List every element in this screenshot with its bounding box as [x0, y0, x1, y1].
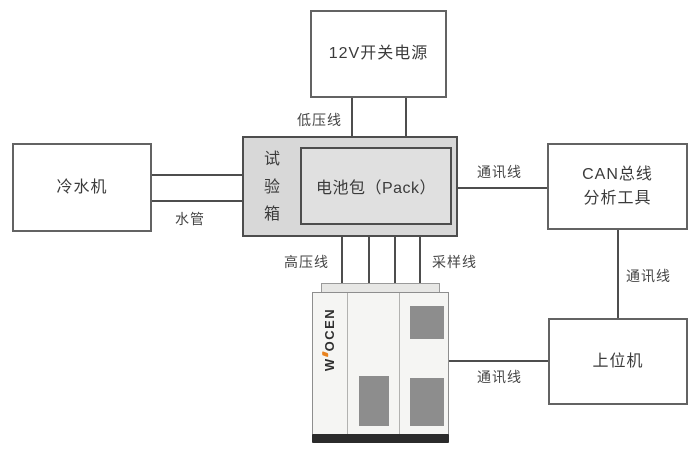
high-voltage-line-2: [368, 237, 370, 284]
comm-line-pack-to-can: [458, 187, 547, 189]
edge-label-comm-can-host: 通讯线: [626, 268, 671, 284]
water-pipe-line-2: [152, 200, 300, 202]
high-voltage-line-1: [341, 237, 343, 284]
comm-line-tester-to-host: [449, 360, 548, 362]
node-12v-power-supply-label: 12V开关电源: [328, 45, 429, 63]
wocen-logo: W OCEN: [313, 297, 347, 381]
test-chamber-label-char-3: 箱: [263, 206, 280, 223]
tester-panel-divider-2: [399, 293, 400, 435]
node-12v-power-supply: 12V开关电源: [310, 10, 447, 98]
tester-device-base: [312, 434, 449, 443]
test-chamber-label-char-2: 验: [263, 179, 280, 196]
tester-vent-panel-bottom-middle: [359, 376, 389, 426]
node-host-computer: 上位机: [548, 318, 688, 405]
tester-device-body: W OCEN: [312, 292, 449, 436]
node-can-bus-analyzer-label-line1: CAN总线: [582, 166, 653, 184]
sampling-line-1: [394, 237, 396, 284]
edge-label-comm-pack-can: 通讯线: [477, 164, 522, 180]
tester-vent-panel-top-right: [410, 306, 444, 339]
edge-label-high-voltage: 高压线: [284, 254, 329, 270]
wocen-logo-text-rest: OCEN: [322, 307, 338, 351]
water-pipe-line-1: [152, 174, 300, 176]
tester-vent-panel-bottom-right: [410, 378, 444, 426]
sampling-line-2: [419, 237, 421, 284]
wocen-logo-text-w: W: [322, 356, 338, 371]
node-can-bus-analyzer: CAN总线 分析工具: [547, 143, 688, 230]
edge-label-comm-tester-host: 通讯线: [477, 369, 522, 385]
node-can-bus-analyzer-label-line2: 分析工具: [583, 189, 652, 207]
comm-line-can-to-host: [617, 230, 619, 318]
test-chamber-label-char-1: 试: [263, 151, 280, 168]
tester-panel-divider-1: [347, 293, 348, 435]
wocen-logo-accent-icon: [322, 350, 329, 357]
node-chiller-label: 冷水机: [56, 178, 108, 196]
edge-label-low-voltage: 低压线: [297, 112, 342, 128]
low-voltage-line-2: [405, 98, 407, 137]
node-host-computer-label: 上位机: [592, 352, 644, 370]
node-chiller: 冷水机: [12, 143, 152, 232]
node-battery-pack: 电池包（Pack）: [300, 147, 452, 225]
node-battery-pack-label: 电池包（Pack）: [315, 180, 437, 197]
edge-label-sampling: 采样线: [432, 254, 477, 270]
low-voltage-line-1: [351, 98, 353, 137]
edge-label-water-pipe: 水管: [175, 211, 205, 227]
